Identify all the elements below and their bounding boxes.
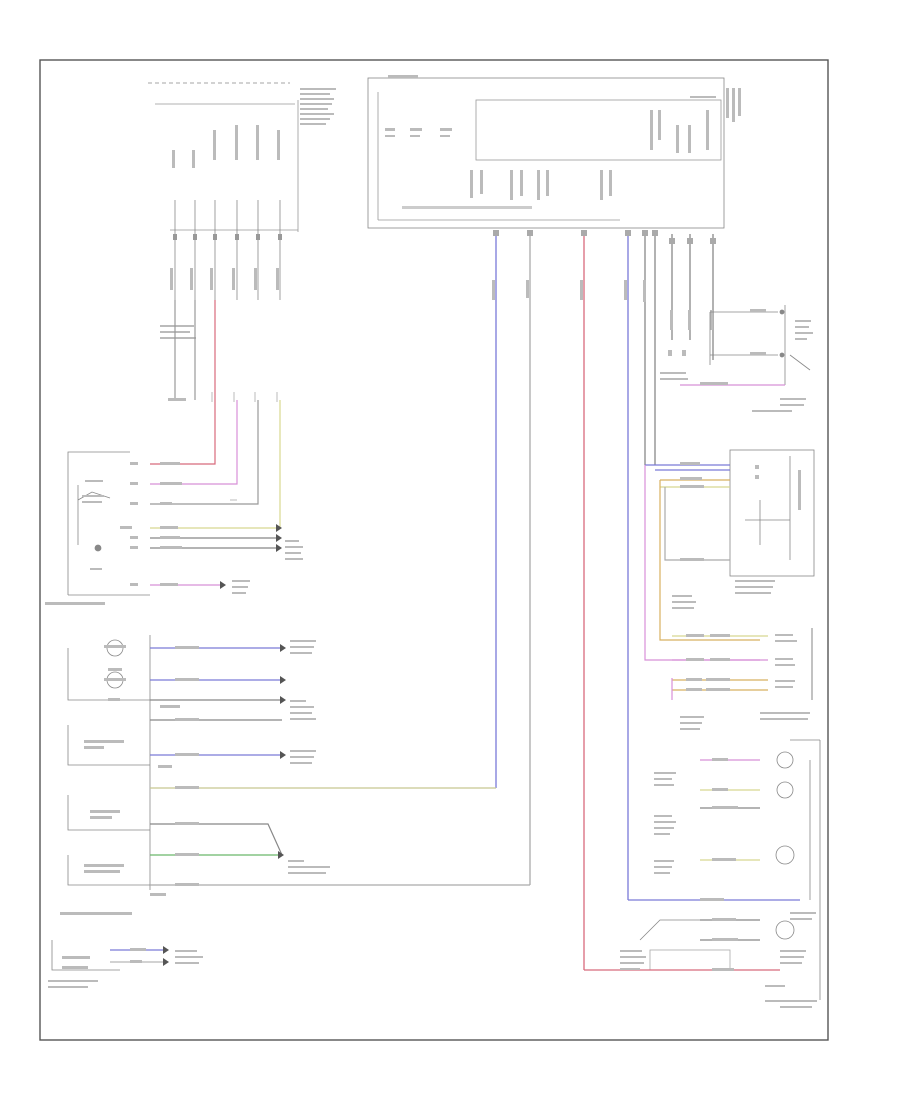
left-headlamp-assembly	[67, 635, 151, 890]
switch-wires	[150, 300, 281, 586]
left-headlamp-wires	[150, 647, 530, 886]
top-left-connector	[148, 82, 299, 300]
bottom-left-text	[48, 948, 203, 988]
diagram-frame	[39, 59, 829, 1041]
top-left-pin-labels	[160, 88, 336, 339]
left-headlamp-arrows	[278, 644, 286, 859]
cluster-wire-labels	[492, 280, 713, 330]
right-headlamp-wires	[584, 759, 800, 971]
cluster-text-blocks	[385, 75, 741, 200]
instrument-panel-cluster	[367, 77, 725, 229]
headlamp-switch	[67, 451, 150, 596]
switch-arrows	[220, 524, 282, 589]
right-headlamp-text	[620, 758, 817, 1008]
cluster-pins	[493, 230, 716, 244]
right-connector-text	[680, 634, 810, 730]
bottom-left-connector	[51, 940, 165, 971]
right-module-text	[672, 462, 801, 609]
left-headlamp-text	[60, 640, 330, 915]
cluster-wires	[495, 234, 714, 970]
switch-plug	[211, 392, 278, 501]
right-module-wires	[644, 464, 760, 661]
turn-signal-relay	[680, 305, 811, 386]
switch-text	[45, 398, 303, 605]
right-fuse-module	[729, 449, 815, 577]
bottom-left-arrows	[163, 946, 169, 966]
relay-text	[660, 309, 813, 412]
top-left-pin-ticks	[173, 234, 282, 240]
